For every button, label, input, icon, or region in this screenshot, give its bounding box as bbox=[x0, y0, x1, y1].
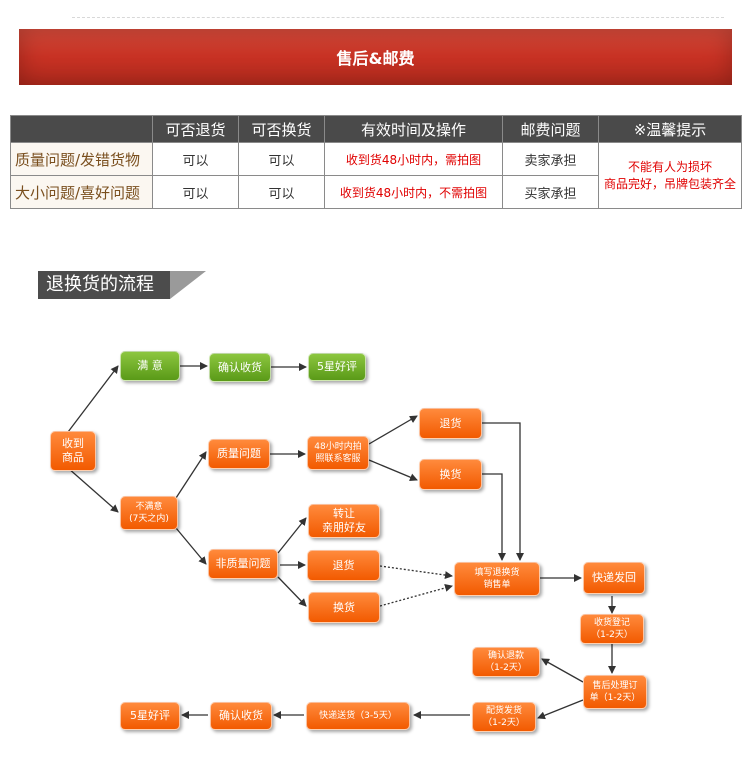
row-postage: 卖家承担 bbox=[502, 142, 599, 176]
table-header-postage: 邮费问题 bbox=[502, 115, 599, 143]
node-received: 收到商品 bbox=[50, 431, 96, 471]
tip-line-2: 商品完好，吊牌包装齐全 bbox=[603, 176, 736, 191]
arrow-received-satisfied bbox=[67, 365, 119, 433]
arrow-process-ship bbox=[537, 699, 584, 720]
node-satisfied-label: 满 意 bbox=[137, 359, 163, 372]
node-receipt-register: 收货登记 （1-2天） bbox=[580, 614, 644, 644]
table-header-row: 可否退货 可否换货 有效时间及操作 邮费问题 ※温馨提示 bbox=[10, 115, 742, 143]
row-exchange: 可以 bbox=[238, 175, 325, 209]
node-ship-goods: 配货发货 （1-2天） bbox=[472, 702, 536, 732]
node-ship-goods-line2: （1-2天） bbox=[483, 718, 525, 728]
arrow-nonquality-transfer bbox=[277, 517, 307, 554]
node-aftersale-process-line1: 售后处理订 bbox=[592, 681, 638, 691]
node-five-star-1-label: 5星好评 bbox=[317, 360, 357, 373]
table-row: 质量问题/发错货物 可以 可以 收到货48小时内，需拍图 卖家承担 不能有人为损… bbox=[10, 142, 742, 209]
node-five-star-1: 5星好评 bbox=[308, 353, 366, 381]
node-receipt-register-line1: 收货登记 bbox=[593, 618, 630, 628]
node-unsatisfied-line1: 不满意 bbox=[135, 502, 163, 512]
row-return: 可以 bbox=[152, 175, 239, 209]
row-time: 收到货48小时内，需拍图 bbox=[324, 142, 503, 176]
node-five-star-2: 5星好评 bbox=[120, 702, 180, 730]
node-fill-form-line1: 填写退换货 bbox=[474, 568, 520, 578]
node-aftersale-process-line2: 单（1-2天） bbox=[589, 693, 641, 703]
node-transfer-line1: 转让 bbox=[333, 507, 355, 520]
node-photo-contact-line2: 照联系客服 bbox=[315, 454, 361, 464]
node-exchange-1: 换货 bbox=[419, 459, 482, 490]
node-express-back-label: 快递发回 bbox=[592, 571, 636, 584]
node-quality-issue: 质量问题 bbox=[208, 439, 270, 469]
node-received-line2: 商品 bbox=[62, 451, 84, 464]
node-quality-issue-label: 质量问题 bbox=[217, 447, 261, 460]
node-express-delivery-label: 快递送货（3-5天） bbox=[319, 711, 397, 721]
table-header-return: 可否退货 bbox=[152, 115, 239, 143]
arrow-photo-exchange bbox=[368, 459, 418, 481]
arrow-return-form bbox=[482, 422, 524, 561]
node-unsatisfied-line2: (7天之内) bbox=[129, 514, 169, 524]
aftersale-banner: 售后&邮费 bbox=[19, 29, 732, 85]
node-confirm-receipt-1-label: 确认收货 bbox=[218, 360, 262, 374]
arrow-photo-return bbox=[368, 415, 418, 445]
node-return-1: 退货 bbox=[419, 408, 482, 439]
table-header-blank bbox=[10, 115, 153, 143]
node-express-back: 快递发回 bbox=[583, 562, 645, 594]
arrow-received-unsatisfied bbox=[67, 467, 119, 513]
node-unsatisfied: 不满意 (7天之内) bbox=[120, 496, 178, 530]
arrow-unsatisfied-quality bbox=[175, 451, 207, 499]
node-ship-goods-line1: 配货发货 bbox=[485, 706, 522, 716]
node-confirm-receipt-2: 确认收货 bbox=[210, 702, 272, 730]
node-express-delivery: 快递送货（3-5天） bbox=[306, 702, 410, 730]
node-transfer: 转让亲朋好友 bbox=[308, 504, 380, 538]
node-return-2: 退货 bbox=[307, 550, 380, 581]
node-exchange-2: 换货 bbox=[308, 592, 380, 623]
node-fill-form: 填写退换货销售单 bbox=[454, 562, 540, 596]
arrow-process-refund bbox=[541, 658, 584, 683]
node-confirm-refund: 确认退款 （1-2天） bbox=[472, 647, 540, 677]
node-non-quality-label: 非质量问题 bbox=[215, 557, 271, 570]
section-heading-label: 退换货的流程 bbox=[38, 271, 170, 299]
top-divider bbox=[72, 17, 724, 18]
tip-line-1: 不能有人为损坏 bbox=[627, 159, 712, 174]
node-return-2-label: 退货 bbox=[332, 558, 355, 572]
node-five-star-2-label: 5星好评 bbox=[130, 709, 170, 722]
node-photo-contact-line1: 48小时内拍 bbox=[314, 442, 362, 452]
table-header-tip: ※温馨提示 bbox=[598, 115, 742, 143]
arrow-exchange2-form bbox=[379, 584, 453, 607]
section-heading-tail bbox=[170, 271, 206, 299]
table-header-time: 有效时间及操作 bbox=[324, 115, 503, 143]
node-confirm-receipt-2-label: 确认收货 bbox=[219, 709, 263, 722]
table-header-exchange: 可否换货 bbox=[238, 115, 325, 143]
node-exchange-1-label: 换货 bbox=[439, 467, 462, 481]
row-issue: 质量问题/发错货物 bbox=[10, 142, 153, 176]
node-receipt-register-line2: （1-2天） bbox=[591, 630, 633, 640]
arrow-nonquality-exchange bbox=[277, 576, 307, 607]
node-photo-contact: 48小时内拍照联系客服 bbox=[307, 436, 369, 470]
node-non-quality: 非质量问题 bbox=[208, 549, 278, 579]
row-tip: 不能有人为损坏 商品完好，吊牌包装齐全 bbox=[598, 142, 742, 209]
arrow-unsatisfied-nonquality bbox=[175, 527, 207, 565]
arrow-return2-form bbox=[379, 565, 453, 579]
node-received-line1: 收到 bbox=[62, 437, 84, 450]
node-exchange-2-label: 换货 bbox=[333, 600, 355, 614]
node-confirm-receipt-1: 确认收货 bbox=[209, 353, 271, 382]
node-confirm-refund-line1: 确认退款 bbox=[487, 651, 524, 661]
banner-title: 售后&邮费 bbox=[336, 49, 415, 68]
policy-table: 可否退货 可否换货 有效时间及操作 邮费问题 ※温馨提示 质量问题/发错货物 可… bbox=[10, 115, 742, 209]
node-aftersale-process: 售后处理订单（1-2天） bbox=[583, 675, 647, 709]
row-issue: 大小问题/喜好问题 bbox=[10, 175, 153, 209]
node-confirm-refund-line2: （1-2天） bbox=[485, 663, 527, 673]
node-return-1-label: 退货 bbox=[439, 416, 462, 430]
row-exchange: 可以 bbox=[238, 142, 325, 176]
row-postage: 买家承担 bbox=[502, 175, 599, 209]
node-fill-form-line2: 销售单 bbox=[483, 580, 511, 590]
table-row: 大小问题/喜好问题 可以 可以 收到货48小时内，不需拍图 买家承担 bbox=[10, 175, 742, 209]
node-satisfied: 满 意 bbox=[120, 351, 180, 381]
section-heading: 退换货的流程 bbox=[38, 271, 208, 299]
node-transfer-line2: 亲朋好友 bbox=[322, 521, 366, 534]
arrow-exchange-form bbox=[482, 473, 506, 561]
row-time: 收到货48小时内，不需拍图 bbox=[324, 175, 503, 209]
